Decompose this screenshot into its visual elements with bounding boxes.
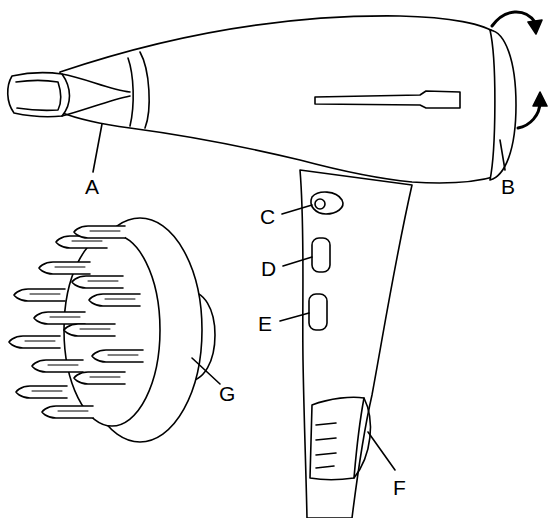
leader-lines bbox=[93, 124, 505, 470]
callout-letter: G bbox=[219, 383, 235, 404]
prong bbox=[34, 312, 85, 324]
rotation-arrow-head bbox=[528, 20, 542, 34]
prong bbox=[9, 336, 60, 348]
prong-line bbox=[25, 341, 55, 342]
callout-letter: B bbox=[501, 176, 515, 197]
filter-ring-edge bbox=[354, 398, 370, 478]
nozzle-opening bbox=[16, 81, 61, 111]
prong-line bbox=[90, 377, 120, 378]
prong-line bbox=[88, 281, 118, 282]
prong-line bbox=[32, 391, 62, 392]
prong-line bbox=[58, 411, 88, 412]
callout-letter: E bbox=[258, 313, 272, 334]
prong-line bbox=[30, 294, 60, 295]
prong-line bbox=[72, 241, 102, 242]
button-d bbox=[312, 238, 330, 272]
back-cap bbox=[490, 30, 516, 180]
filter-slots bbox=[316, 423, 336, 468]
filter-ring bbox=[310, 397, 364, 479]
callout-letter: C bbox=[260, 206, 275, 227]
prong bbox=[92, 350, 143, 362]
prong bbox=[32, 360, 83, 372]
rotation-arrow-head bbox=[533, 92, 547, 106]
callout-letter: A bbox=[85, 176, 99, 197]
nozzle-taper bbox=[62, 74, 130, 116]
handle bbox=[300, 170, 412, 518]
prong bbox=[42, 406, 93, 418]
button-c-icon bbox=[315, 199, 325, 209]
front-ring bbox=[140, 52, 149, 128]
callout-letter: F bbox=[393, 477, 406, 498]
prong bbox=[14, 289, 65, 301]
prong-line bbox=[90, 231, 120, 232]
button-e bbox=[309, 294, 327, 330]
nozzle bbox=[8, 73, 70, 117]
prong bbox=[64, 324, 115, 336]
prong-line bbox=[50, 317, 80, 318]
prong bbox=[74, 226, 125, 238]
prong-line bbox=[105, 299, 135, 300]
body bbox=[60, 16, 497, 183]
prong-line bbox=[55, 267, 85, 268]
prong-line bbox=[48, 365, 78, 366]
prong bbox=[74, 372, 125, 384]
prong bbox=[39, 262, 90, 274]
diffuser-prongs bbox=[9, 226, 143, 418]
prong bbox=[72, 276, 123, 288]
prong-line bbox=[80, 329, 110, 330]
prong bbox=[16, 386, 67, 398]
button-c bbox=[311, 192, 343, 214]
callout-letter: D bbox=[261, 258, 276, 279]
slot bbox=[315, 91, 460, 108]
prong bbox=[89, 294, 140, 306]
prong-line bbox=[108, 355, 138, 356]
